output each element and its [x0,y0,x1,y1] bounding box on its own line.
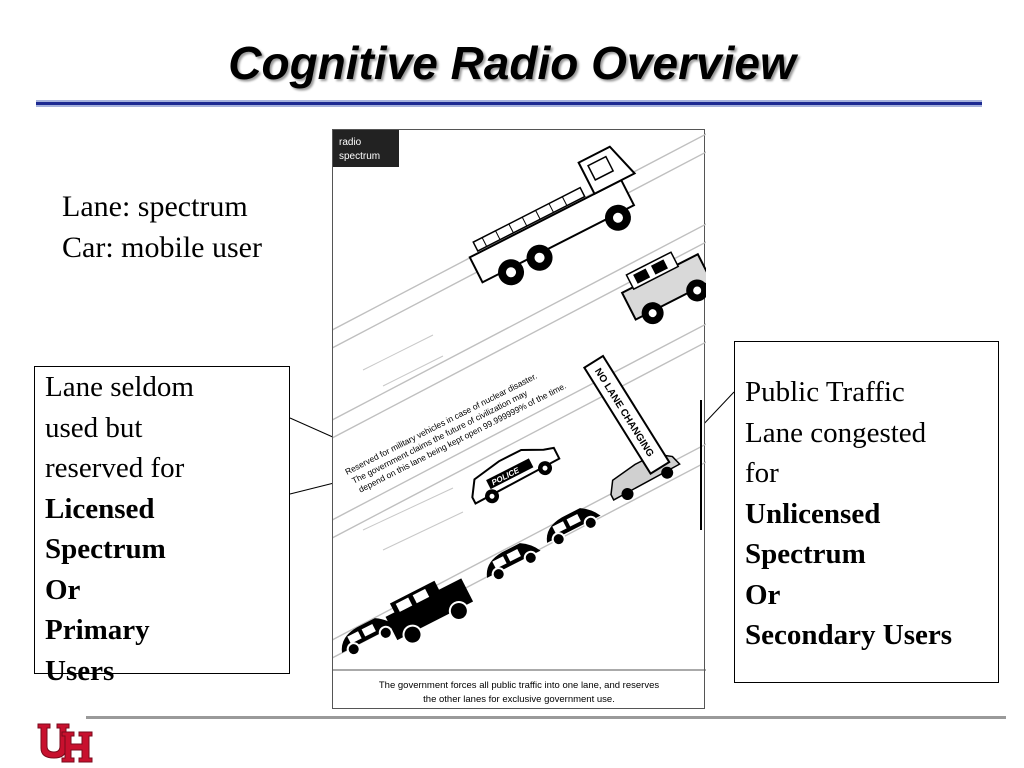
caption-line1: The government forces all public traffic… [379,680,659,691]
suv-icon [385,578,474,645]
reserved-lane-text: Reserved for military vehicles in case o… [343,371,568,495]
callout-emphasis: Spectrum [45,533,166,565]
callout-emphasis: Unlicensed [745,497,881,530]
no-lane-changing-sign-icon: NO LANE CHANGING [582,354,671,476]
callout-emphasis: Or [745,578,781,611]
legend-line-lane: Lane: spectrum [62,190,248,223]
callout-emphasis: Licensed [45,492,155,525]
uh-logo-icon [37,723,93,763]
tag-line2: spectrum [339,151,380,162]
police-car-icon: POLICE [471,446,561,505]
callout-emphasis: Or [45,573,81,606]
callout-text: Lane seldom [45,371,194,403]
slide-title: Cognitive Radio Overview [228,37,796,89]
car-icon [486,543,541,582]
tag-line1: radio [339,137,362,148]
legend-line-car: Car: mobile user [62,231,262,264]
sign-text: NO LANE CHANGING [592,366,656,459]
callout-emphasis: Users [45,654,115,687]
caption-line2: the other lanes for exclusive government… [423,694,615,705]
military-jeep-icon [620,251,706,325]
car-icon [546,508,601,547]
cartoon-illustration: Reserved for military vehicles in case o… [333,130,706,705]
callout-text: Lane congested [745,416,927,449]
callout-emphasis: Secondary Users [745,619,953,651]
callout-emphasis: Primary [45,614,150,646]
footer-divider [86,716,1006,719]
car-icon [341,618,396,657]
legend-text: Lane: spectrum Car: mobile user [62,186,262,268]
callout-text: used but [45,411,143,444]
callout-text: for [745,457,779,489]
fire-truck-icon [468,145,637,286]
callout-text: reserved for [45,452,185,484]
speed-streaks [362,334,464,551]
unlicensed-spectrum-callout: Public Traffic Lane congested for Unlice… [734,341,999,683]
title-divider [36,100,982,107]
callout-text: Public Traffic [745,376,905,408]
callout-emphasis: Spectrum [745,538,866,570]
congested-traffic [341,453,681,657]
licensed-spectrum-callout: Lane seldom used but reserved for Licens… [34,366,290,687]
radio-spectrum-cartoon: Reserved for military vehicles in case o… [332,129,706,709]
road-text-line3: depend on this lane being kept open 99.9… [357,381,568,495]
radio-spectrum-tag [333,130,399,167]
